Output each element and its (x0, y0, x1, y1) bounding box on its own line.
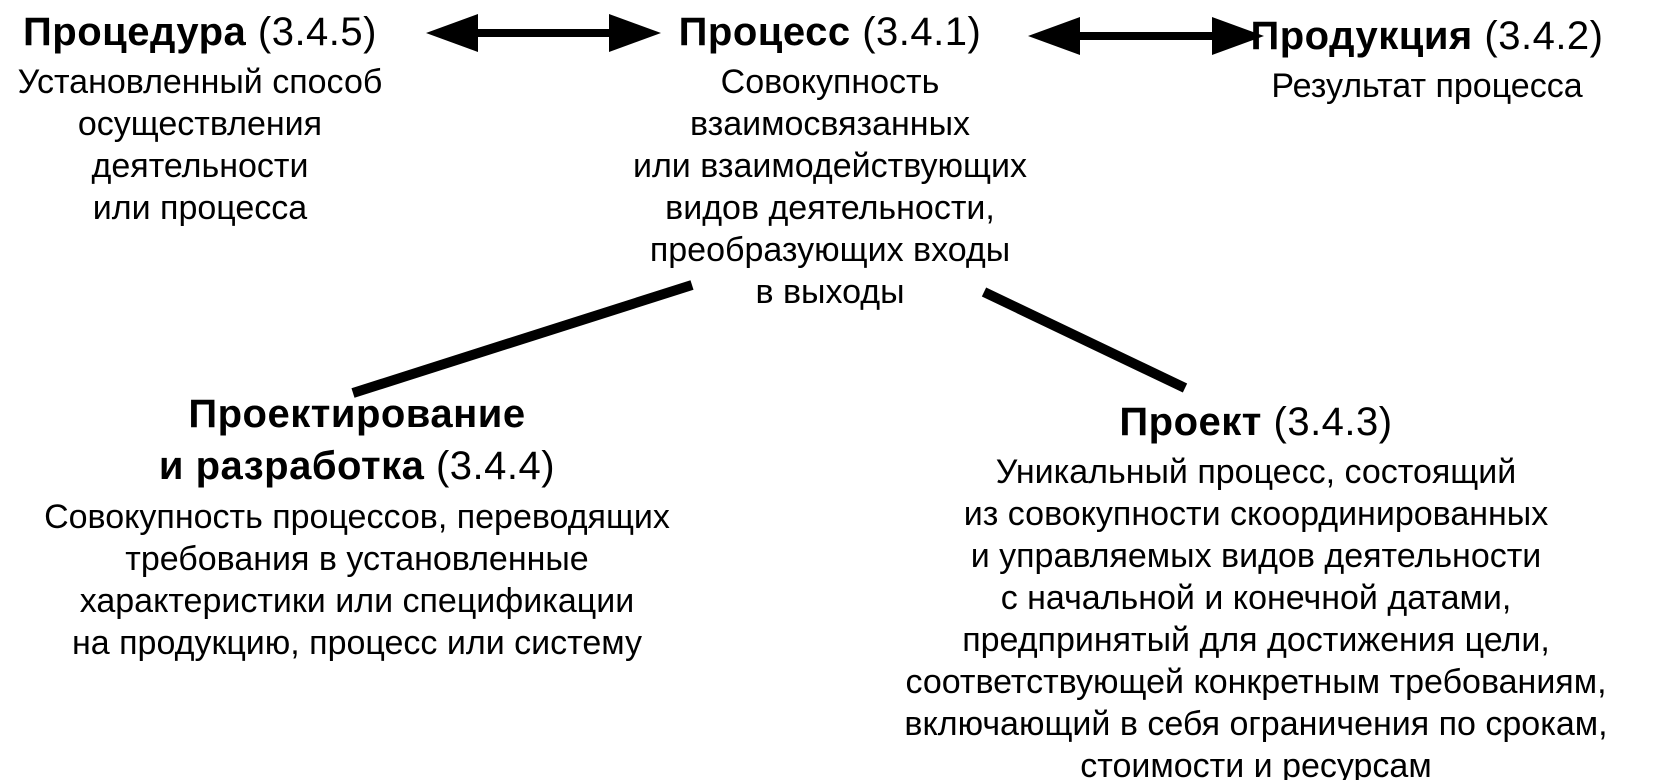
term-ref-number: (3.4.2) (1484, 14, 1604, 58)
node-product: Продукция (3.4.2) Результат процесса (1190, 10, 1664, 107)
node-design-definition: Совокупность процессов, переводящих треб… (44, 498, 670, 662)
double-arrow-procedure-process (426, 14, 661, 52)
node-design-title: Проектирование и разработка (3.4.4) (0, 388, 714, 492)
node-process-definition: Совокупность взаимосвязанных или взаимод… (632, 63, 1028, 311)
term-label: Проект (1119, 400, 1262, 444)
connector-line-process-project (981, 287, 1188, 393)
term-label: Продукция (1250, 14, 1473, 58)
node-procedure: Процедура (3.4.5) Установленный способ о… (0, 6, 400, 229)
term-ref-number: (3.4.5) (257, 10, 377, 54)
node-project-definition: Уникальный процесс, состоящий из совокуп… (904, 453, 1608, 780)
term-ref-number: (3.4.1) (862, 10, 982, 54)
node-process-title: Процесс (3.4.1) (590, 6, 1070, 58)
double-arrow-process-product (1028, 17, 1264, 55)
term-label: Процесс (678, 10, 851, 54)
node-project-title: Проект (3.4.3) (848, 396, 1664, 448)
node-procedure-definition: Установленный способ осуществления деяте… (17, 63, 383, 227)
node-procedure-title: Процедура (3.4.5) (0, 6, 400, 58)
node-process: Процесс (3.4.1) Совокупность взаимосвяза… (590, 6, 1070, 313)
node-product-title: Продукция (3.4.2) (1190, 10, 1664, 62)
node-design: Проектирование и разработка (3.4.4) Сово… (0, 388, 714, 664)
term-ref-number: (3.4.4) (435, 444, 556, 488)
term-label: Процедура (23, 10, 247, 54)
term-ref-number: (3.4.3) (1273, 400, 1393, 444)
node-product-definition: Результат процесса (1271, 67, 1583, 105)
connector-line-process-design (351, 280, 694, 398)
term-label: Проектирование и разработка (158, 392, 526, 488)
node-project: Проект (3.4.3) Уникальный процесс, состо… (848, 396, 1664, 780)
